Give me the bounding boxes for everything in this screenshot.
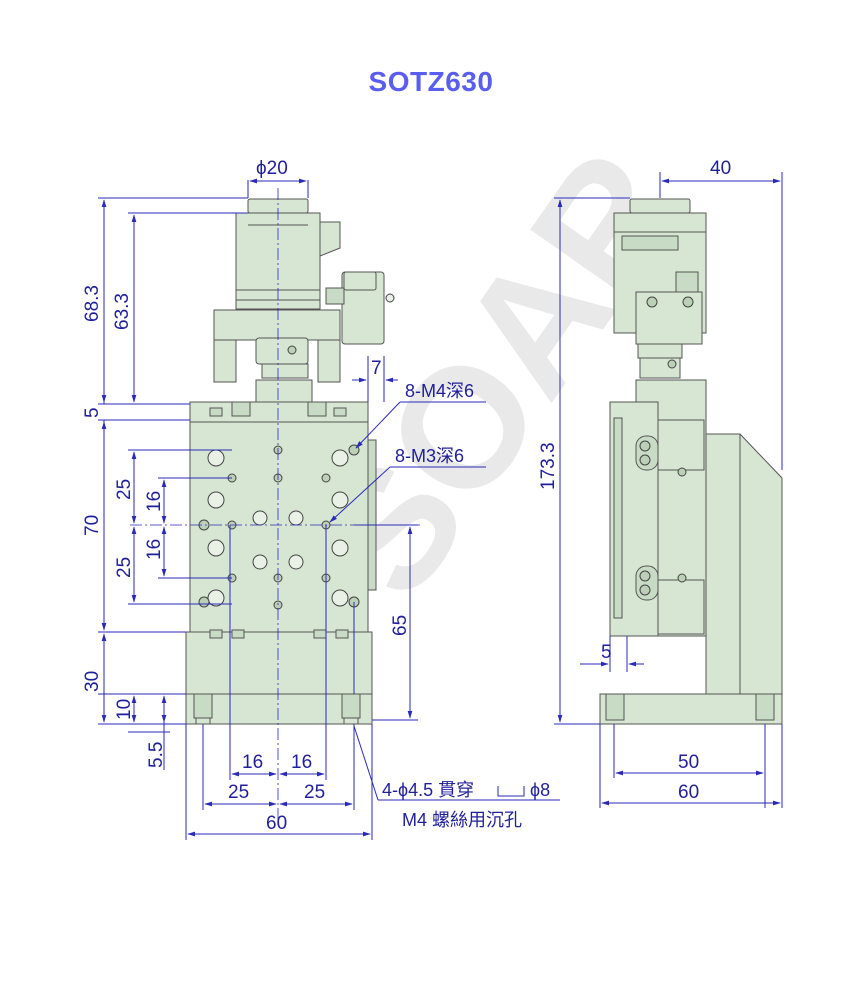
dim-phi20: ϕ20 — [256, 158, 288, 179]
dim-30: 30 — [82, 671, 103, 692]
note-counterbore: ϕ8 — [530, 780, 550, 800]
note-through-hole: 4-ϕ4.5 貫穿 — [382, 780, 474, 800]
note-m4: 8-M4深6 — [405, 381, 474, 401]
dim-10: 10 — [114, 699, 135, 720]
dim-63-3: 63.3 — [112, 293, 133, 330]
front-dimensions: ϕ20 68.3 63.3 5 70 25 16 16 — [82, 158, 560, 840]
dim-60-front: 60 — [266, 813, 287, 834]
dim-25-c: 25 — [228, 782, 249, 803]
dim-5-top: 5 — [82, 407, 103, 418]
dim-40: 40 — [710, 158, 731, 179]
dim-65: 65 — [390, 615, 411, 636]
dim-25-a: 25 — [114, 479, 135, 500]
side-view — [599, 198, 783, 725]
note-m3: 8-M3深6 — [395, 446, 464, 466]
front-view — [130, 188, 420, 828]
dim-16-c: 16 — [242, 752, 263, 773]
dim-50: 50 — [678, 752, 699, 773]
note-m4-screw: M4 螺絲用沉孔 — [402, 810, 522, 830]
dim-5-5: 5.5 — [146, 742, 167, 768]
dim-16-b: 16 — [144, 539, 165, 560]
dim-16-a: 16 — [144, 491, 165, 512]
dim-16-d: 16 — [291, 752, 312, 773]
dim-25-b: 25 — [114, 557, 135, 578]
dim-173-3: 173.3 — [538, 442, 559, 490]
dim-5-side: 5 — [601, 642, 612, 663]
dim-60-side: 60 — [678, 782, 699, 803]
counterbore-symbol — [497, 786, 525, 797]
dim-70: 70 — [82, 515, 103, 536]
dim-25-d: 25 — [304, 782, 325, 803]
dim-68-3: 68.3 — [82, 285, 103, 322]
dim-7: 7 — [371, 358, 382, 379]
side-dimensions: 40 173.3 5 50 60 — [538, 158, 783, 808]
m4-holes — [207, 449, 349, 607]
drawing-title: SOTZ630 — [368, 66, 494, 97]
